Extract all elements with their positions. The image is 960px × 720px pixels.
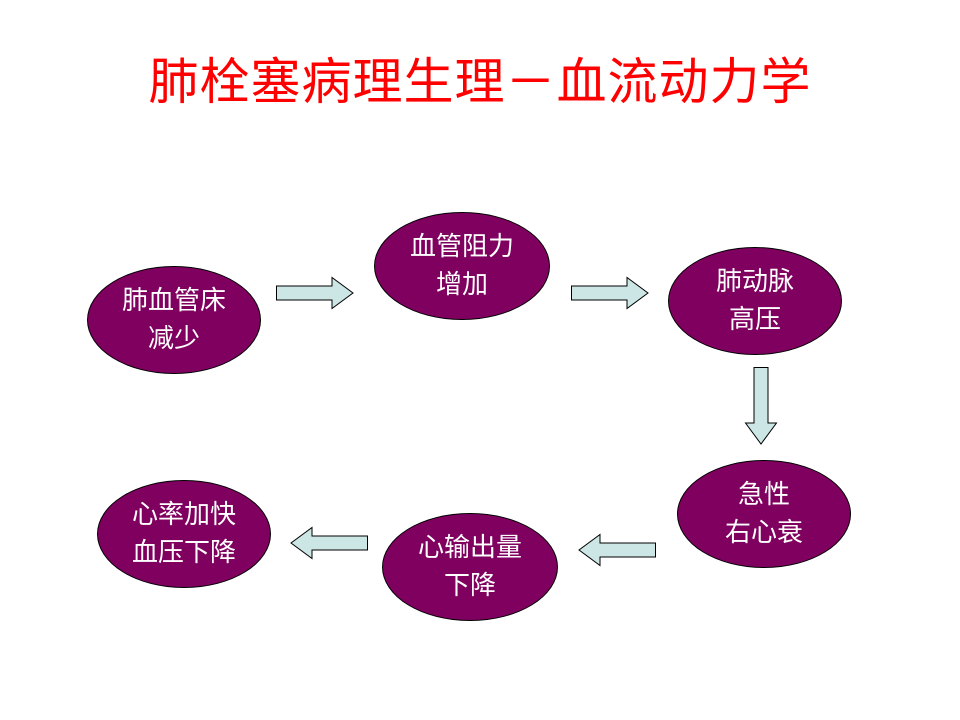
node-acute-right-heart-failure: 急性 右心衰: [677, 460, 851, 568]
slide-title: 肺栓塞病理生理－血流动力学: [148, 53, 812, 111]
node-label-line-2: 下降: [443, 571, 496, 601]
node-cardiac-output-decreased: 心输出量 下降: [382, 513, 558, 621]
node-label-line-2: 血压下降: [131, 538, 236, 568]
arrow-down-icon: [744, 367, 778, 445]
node-label-line-1: 肺血管床: [121, 286, 226, 316]
arrow-left-icon: [290, 526, 368, 560]
arrow-right-icon: [276, 276, 354, 310]
arrow-down-icon: [744, 367, 778, 445]
node-label-line-1: 肺动脉: [715, 267, 794, 297]
node-label-line-1: 急性: [737, 480, 790, 510]
arrow-right-icon: [276, 276, 354, 310]
node-label-line-1: 心输出量: [417, 533, 522, 563]
node-heart-rate-up-bp-down: 心率加快 血压下降: [97, 480, 271, 588]
node-label-line-2: 增加: [435, 270, 488, 300]
node-vascular-resistance-increased: 血管阻力 增加: [374, 212, 550, 320]
arrow-right-icon: [571, 276, 649, 310]
arrow-right-icon: [571, 276, 649, 310]
node-label-line-1: 心率加快: [131, 500, 236, 530]
node-label-line-2: 右心衰: [724, 518, 803, 548]
node-label-line-2: 高压: [728, 305, 781, 335]
arrow-left-icon: [578, 533, 656, 567]
node-label-line-2: 减少: [147, 324, 200, 354]
arrow-left-icon: [290, 526, 368, 560]
node-label-line-1: 血管阻力: [409, 232, 514, 262]
node-pulmonary-hypertension: 肺动脉 高压: [668, 247, 842, 355]
node-pulmonary-vascular-bed-reduced: 肺血管床 减少: [87, 266, 261, 374]
arrow-left-icon: [578, 533, 656, 567]
